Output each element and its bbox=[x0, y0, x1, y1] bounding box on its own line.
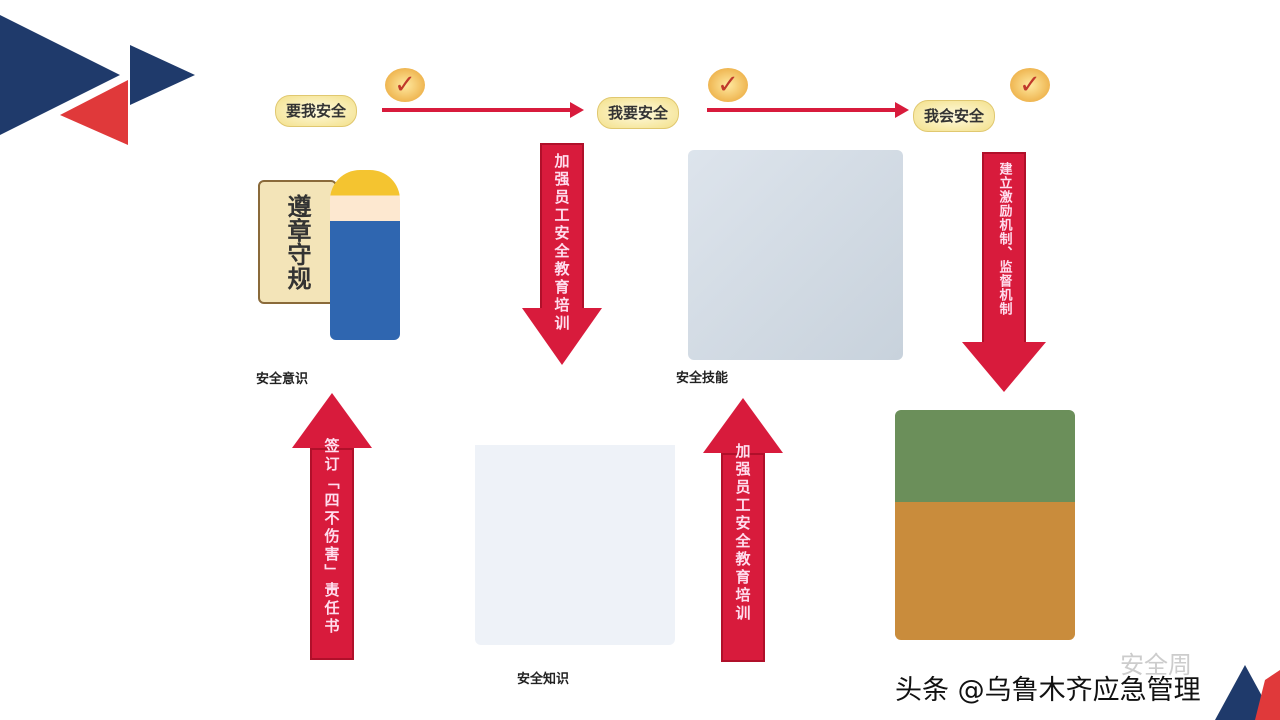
faint-watermark: 安全周 bbox=[1120, 651, 1192, 679]
worker-illustration bbox=[330, 170, 400, 340]
label-awareness: 安全意识 bbox=[256, 372, 309, 387]
knowledge-illustration bbox=[475, 395, 675, 645]
label-knowledge: 安全知识 bbox=[517, 672, 570, 687]
down-arrow-training: 加强员工安全教育培训 bbox=[522, 143, 602, 365]
worker-sign-illustration: 遵章守规 bbox=[258, 180, 337, 304]
check-icon: ✓ bbox=[385, 68, 425, 102]
machine-illustration bbox=[895, 410, 1075, 640]
skill-illustration bbox=[688, 150, 903, 360]
stage-2: 我要安全 bbox=[597, 97, 680, 129]
up-arrow-responsibility: 签订「四不伤害」责任书 bbox=[292, 393, 372, 660]
right-arrow bbox=[382, 102, 584, 118]
watermark: 头条 @乌鲁木齐应急管理 bbox=[895, 675, 1201, 706]
corner-logo-triangles bbox=[0, 15, 195, 145]
stage-1: 要我安全 bbox=[275, 95, 358, 127]
up-arrow-training: 加强员工安全教育培训 bbox=[703, 398, 783, 662]
corner-triangles-bottom bbox=[1215, 665, 1280, 720]
check-icon: ✓ bbox=[1010, 68, 1050, 102]
stage-3: 我会安全 bbox=[913, 100, 996, 132]
check-icon: ✓ bbox=[708, 68, 748, 102]
label-skill: 安全技能 bbox=[676, 371, 729, 386]
right-arrow bbox=[707, 102, 909, 118]
down-arrow-mechanism: 建立激励机制、监督机制 bbox=[962, 152, 1046, 392]
